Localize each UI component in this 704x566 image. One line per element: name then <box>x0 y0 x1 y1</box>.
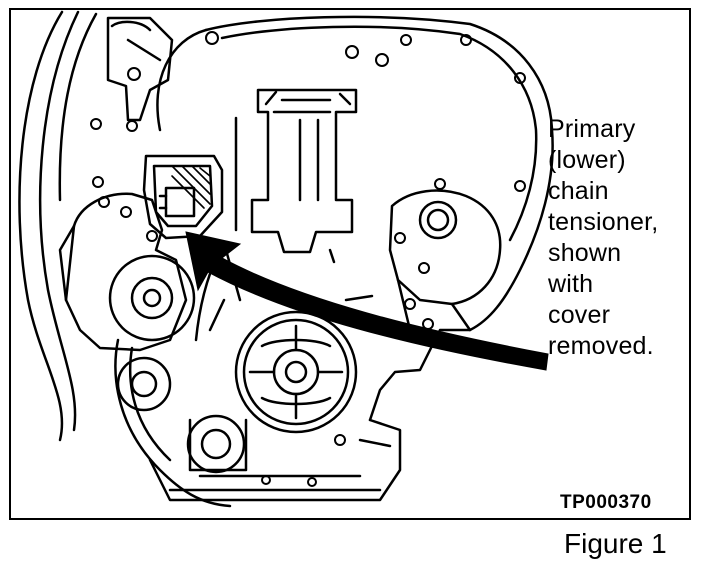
tensioner-hatching <box>171 165 211 209</box>
callout-line: shown <box>548 239 622 267</box>
top-bolts <box>90 31 526 192</box>
center-cam-cover <box>250 88 358 254</box>
left-hose <box>39 10 80 432</box>
callout-line: chain <box>548 177 609 205</box>
figure-label: Figure 1 <box>564 528 667 559</box>
left-hose <box>18 10 64 442</box>
lower-left-pulley <box>186 414 246 474</box>
callout-line: Primary <box>548 115 636 143</box>
water-pump-housing <box>64 192 188 352</box>
tensioner-body <box>164 186 196 218</box>
callout-line: cover <box>548 301 611 329</box>
callout-line: with <box>548 270 594 298</box>
callout-arrow <box>185 231 549 371</box>
callout-line: removed. <box>548 332 654 360</box>
tensioner-callout-text: Primary (lower) chain tensioner, shown w… <box>548 114 688 362</box>
crankshaft-pulley <box>234 310 358 434</box>
upper-left-bracket <box>106 16 174 122</box>
callout-line: (lower) <box>548 146 626 174</box>
callout-line: tensioner, <box>548 208 659 236</box>
water-outlet-housing <box>388 189 502 306</box>
part-number: TP000370 <box>560 492 652 513</box>
diagram-frame <box>9 8 691 520</box>
oil-pan <box>148 418 402 502</box>
idler-pulley <box>116 356 172 412</box>
timing-cover-outline <box>204 15 554 422</box>
water-pump-pulley <box>108 254 196 342</box>
